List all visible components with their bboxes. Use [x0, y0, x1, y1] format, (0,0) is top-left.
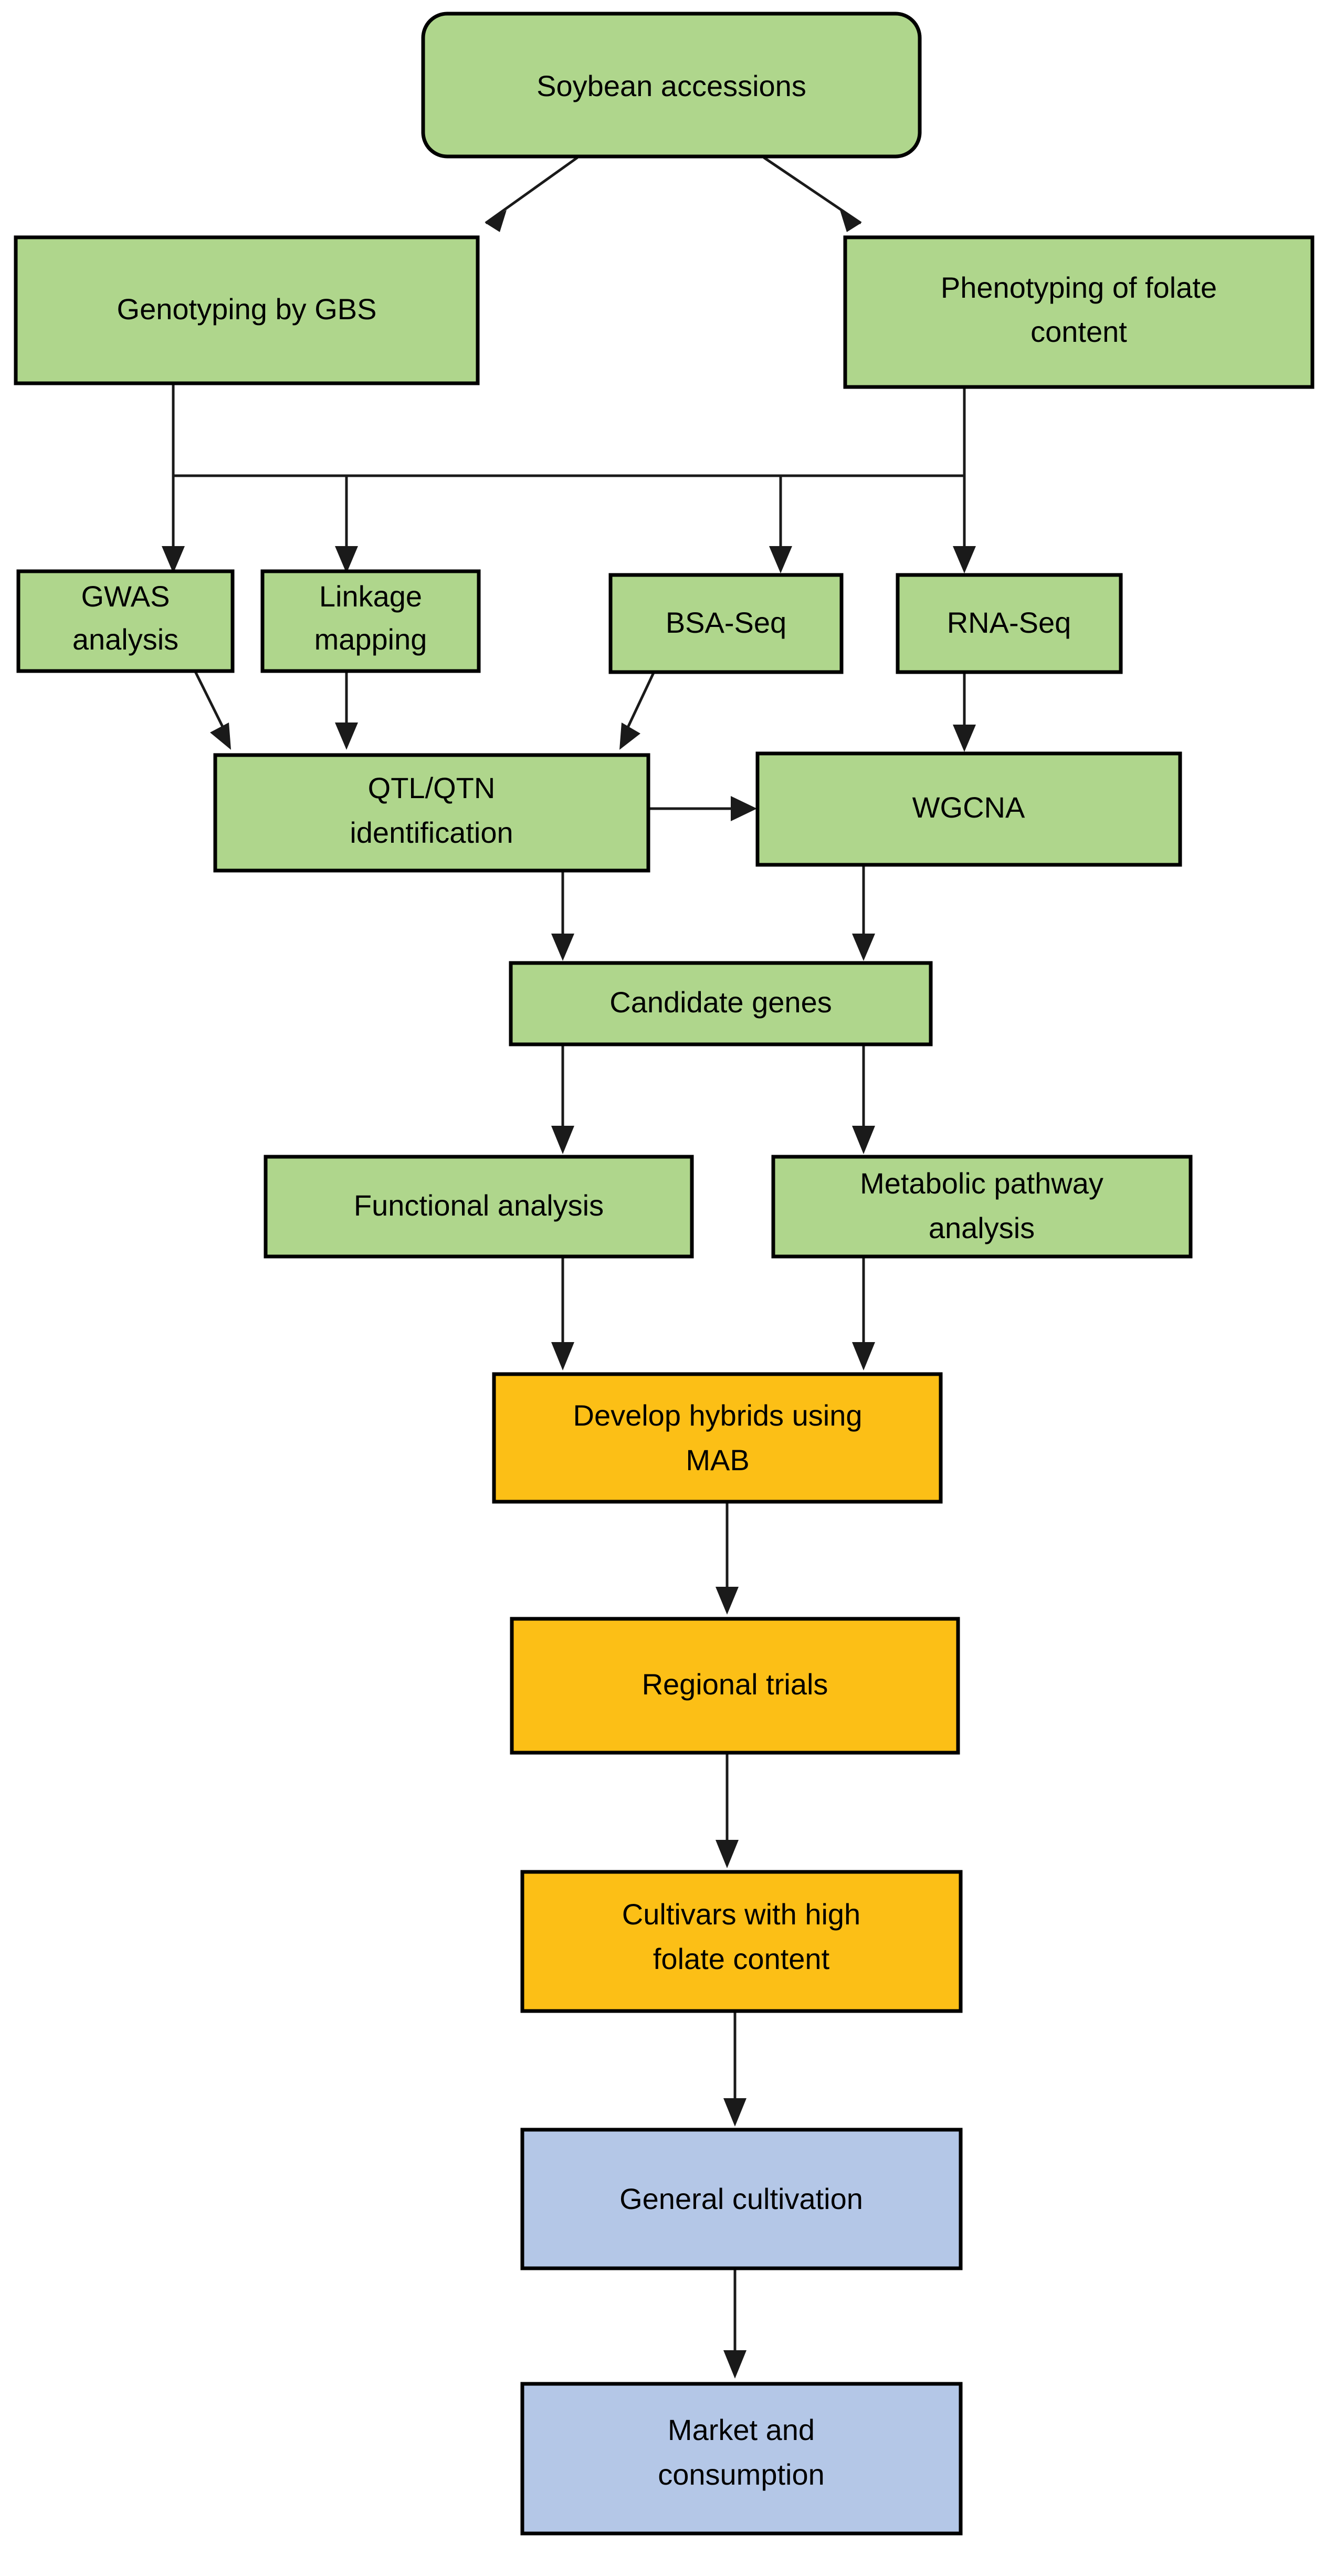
node-cultivars-high-folate-label-line1: Cultivars with high [622, 1898, 860, 1931]
edge-cultivars-to-general [723, 2011, 746, 2127]
node-qtl-qtn-identification-shape[interactable] [213, 753, 650, 873]
node-linkage-mapping-shape[interactable] [260, 569, 481, 673]
edge-qtl-to-wgcna [647, 796, 757, 821]
edge-bus-to-rnaseq [953, 476, 976, 573]
node-functional-analysis-label: Functional analysis [354, 1189, 604, 1222]
node-phenotyping-folate-label-line1: Phenotyping of folate [941, 271, 1217, 304]
node-metabolic-pathway-analysis-label-line2: analysis [929, 1211, 1035, 1244]
edge-candidate-to-metabolic [852, 1045, 875, 1154]
node-phenotyping-folate[interactable]: Phenotyping of folate content [843, 235, 1315, 389]
edge-functional-to-hybrids [551, 1256, 574, 1370]
node-develop-hybrids-mab[interactable]: Develop hybrids using MAB [492, 1372, 943, 1504]
node-genotyping-gbs[interactable]: Genotyping by GBS [14, 235, 480, 385]
edge-wgcna-to-candidate [852, 865, 875, 961]
node-metabolic-pathway-analysis-shape[interactable] [771, 1155, 1193, 1259]
edge-hybrids-to-regional [716, 1502, 739, 1615]
node-gwas-analysis-label-line2: analysis [72, 623, 178, 656]
node-genotyping-gbs-shape[interactable] [14, 235, 480, 385]
node-gwas-analysis-label-line1: GWAS [81, 580, 170, 613]
node-candidate-genes-label: Candidate genes [609, 986, 832, 1019]
node-regional-trials[interactable]: Regional trials [510, 1617, 960, 1755]
node-rna-seq[interactable]: RNA-Seq [896, 573, 1123, 674]
edge-soybean-to-phenotyping [763, 156, 862, 232]
node-general-cultivation-shape[interactable] [520, 2128, 963, 2270]
node-wgcna[interactable]: WGCNA [755, 751, 1182, 867]
node-qtl-qtn-identification[interactable]: QTL/QTN identification [213, 753, 650, 873]
node-soybean-accessions-shape[interactable] [421, 12, 922, 159]
node-wgcna-label: WGCNA [912, 791, 1025, 824]
node-rna-seq-shape[interactable] [896, 573, 1123, 674]
node-bsa-seq-label: BSA-Seq [666, 606, 786, 639]
node-linkage-mapping-label-line1: Linkage [319, 580, 422, 613]
edge-bsaseq-to-qtl [619, 668, 657, 750]
edge-gwas-to-qtl [193, 668, 231, 750]
edge-soybean-to-genotyping [485, 156, 579, 232]
node-general-cultivation-label: General cultivation [619, 2182, 863, 2215]
node-candidate-genes-shape[interactable] [509, 961, 933, 1046]
node-bsa-seq-shape[interactable] [608, 573, 844, 674]
node-soybean-accessions[interactable]: Soybean accessions [421, 12, 922, 159]
node-gwas-analysis[interactable]: GWAS analysis [16, 569, 235, 673]
node-genotyping-gbs-label: Genotyping by GBS [117, 292, 377, 326]
node-cultivars-high-folate[interactable]: Cultivars with high folate content [520, 1870, 963, 2013]
node-phenotyping-folate-label-line2: content [1030, 315, 1127, 348]
node-general-cultivation[interactable]: General cultivation [520, 2128, 963, 2270]
node-regional-trials-label: Regional trials [642, 1668, 828, 1701]
node-metabolic-pathway-analysis-label-line1: Metabolic pathway [860, 1167, 1103, 1200]
edge-bus-to-linkage [335, 476, 358, 573]
node-develop-hybrids-mab-label-line2: MAB [686, 1443, 749, 1477]
node-market-consumption[interactable]: Market and consumption [520, 2382, 963, 2536]
node-metabolic-pathway-analysis[interactable]: Metabolic pathway analysis [771, 1155, 1193, 1259]
node-develop-hybrids-mab-label-line1: Develop hybrids using [573, 1399, 863, 1432]
node-functional-analysis[interactable]: Functional analysis [264, 1155, 694, 1259]
node-linkage-mapping-label-line2: mapping [314, 623, 427, 656]
edge-candidate-to-functional [551, 1045, 574, 1154]
node-market-consumption-shape[interactable] [520, 2382, 963, 2536]
edge-regional-to-cultivars [716, 1754, 739, 1868]
edge-bus-to-bsaseq [769, 476, 792, 573]
node-wgcna-shape[interactable] [755, 751, 1182, 867]
node-market-consumption-label-line1: Market and [668, 2413, 815, 2446]
node-candidate-genes[interactable]: Candidate genes [509, 961, 933, 1046]
node-bsa-seq[interactable]: BSA-Seq [608, 573, 844, 674]
edge-bus-to-gwas [162, 476, 185, 573]
node-qtl-qtn-identification-label-line2: identification [350, 816, 513, 849]
node-regional-trials-shape[interactable] [510, 1617, 960, 1755]
node-soybean-accessions-label: Soybean accessions [537, 69, 806, 102]
node-cultivars-high-folate-shape[interactable] [520, 1870, 963, 2013]
node-rna-seq-label: RNA-Seq [947, 606, 1071, 639]
node-gwas-analysis-shape[interactable] [16, 569, 235, 673]
edge-metabolic-to-hybrids [852, 1256, 875, 1370]
edge-qtl-to-candidate [551, 872, 574, 961]
node-phenotyping-folate-shape[interactable] [843, 235, 1315, 389]
node-market-consumption-label-line2: consumption [658, 2458, 825, 2491]
node-functional-analysis-shape[interactable] [264, 1155, 694, 1259]
node-develop-hybrids-mab-shape[interactable] [492, 1372, 943, 1504]
node-linkage-mapping[interactable]: Linkage mapping [260, 569, 481, 673]
edge-layer [162, 156, 976, 2379]
edge-rnaseq-to-wgcna [953, 669, 976, 752]
node-qtl-qtn-identification-label-line1: QTL/QTN [368, 771, 496, 804]
edge-general-to-market [723, 2268, 746, 2379]
node-cultivars-high-folate-label-line2: folate content [653, 1942, 830, 1975]
edge-linkage-to-qtl [335, 669, 358, 750]
